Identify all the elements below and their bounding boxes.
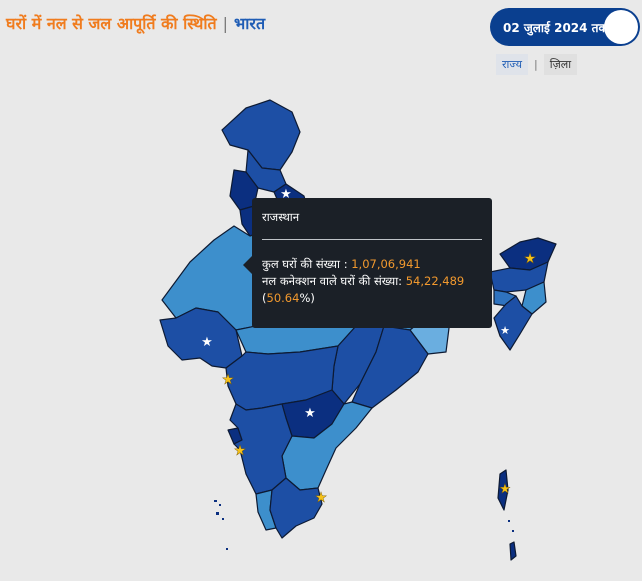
tooltip-state-name: राजस्थान <box>262 210 300 224</box>
tooltip-total-row: कुल घरों की संख्या : 1,07,06,941 <box>262 256 482 273</box>
state-tamil-nadu[interactable] <box>269 477 323 539</box>
island-specks <box>214 500 514 550</box>
date-label: 02 जुलाई 2024 तक <box>503 20 608 35</box>
tooltip-tap-value: 54,22,489 <box>405 274 465 288</box>
state-nagaland[interactable] <box>521 281 547 315</box>
white-star-icon: ★ <box>201 335 213 350</box>
date-toggle[interactable]: 02 जुलाई 2024 तक <box>490 8 640 46</box>
tooltip-total-value: 1,07,06,941 <box>351 257 421 271</box>
white-star-icon: ★ <box>280 187 292 202</box>
tooltip-tap-row: नल कनेक्शन वाले घरों की संख्या: 54,22,48… <box>262 273 482 290</box>
level-tabs: राज्य | ज़िला <box>496 54 578 75</box>
tooltip-percent-row: (50.64%) <box>262 290 482 307</box>
tab-separator: | <box>534 58 538 71</box>
title-text: घरों में नल से जल आपूर्ति की स्थिति <box>6 14 217 33</box>
tooltip-tap-label: नल कनेक्शन वाले घरों की संख्या: <box>262 274 406 288</box>
white-star-icon: ★ <box>500 324 510 337</box>
toggle-knob[interactable] <box>604 10 638 44</box>
gold-star-icon: ★ <box>524 251 537 267</box>
state-odisha[interactable] <box>351 325 429 409</box>
star-markers: ★ ★ ★ ★ ★ ★ ★ ★ ★ <box>201 187 536 506</box>
tab-state[interactable]: राज्य <box>496 54 529 75</box>
white-star-icon: ★ <box>304 406 316 421</box>
gold-star-icon: ★ <box>234 443 247 459</box>
tooltip-percent-open: ( <box>262 291 267 305</box>
gold-star-icon: ★ <box>315 490 328 506</box>
gold-star-icon: ★ <box>222 372 235 388</box>
tooltip-total-label: कुल घरों की संख्या : <box>262 257 352 271</box>
ut-andaman-nicobar[interactable] <box>497 469 509 511</box>
title-separator: | <box>222 14 229 33</box>
tooltip-divider <box>262 239 482 240</box>
state-mizoram[interactable] <box>493 295 533 351</box>
tooltip-percent-close: %) <box>299 291 315 305</box>
gold-star-icon: ★ <box>499 482 511 497</box>
region-link[interactable]: भारत <box>234 14 266 33</box>
ut-andaman-nicobar-south[interactable] <box>509 541 517 561</box>
state-jammu-kashmir[interactable] <box>221 99 301 171</box>
tooltip-percent-value: 50.64 <box>266 291 300 305</box>
tab-district[interactable]: ज़िला <box>543 54 578 75</box>
page-title: घरों में नल से जल आपूर्ति की स्थिति | भारत <box>6 12 265 34</box>
state-tooltip: राजस्थान कुल घरों की संख्या : 1,07,06,94… <box>243 198 492 328</box>
